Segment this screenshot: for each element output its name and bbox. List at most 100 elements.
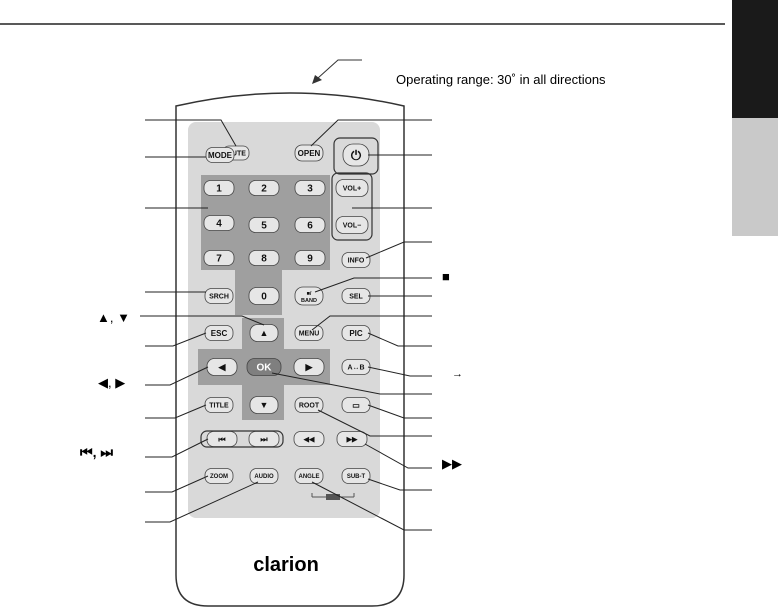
number-0-button[interactable]: 0 bbox=[248, 287, 280, 305]
callout-arrow-symbol: → bbox=[452, 368, 463, 380]
title-button[interactable]: TITLE bbox=[204, 397, 234, 413]
a-b-repeat-button-label: A↔B bbox=[347, 364, 364, 371]
volume-up-button[interactable]: VOL+ bbox=[335, 179, 369, 197]
volume-group bbox=[331, 172, 373, 241]
escape-button-label: ESC bbox=[211, 329, 228, 338]
ir-arrow bbox=[312, 59, 362, 84]
picture-button-label: PIC bbox=[349, 329, 363, 338]
side-tab-dark bbox=[732, 0, 778, 118]
number-7-button[interactable]: 7 bbox=[203, 250, 235, 266]
stop-band-button[interactable]: ■/BAND bbox=[294, 286, 324, 306]
volume-down-button[interactable]: VOL− bbox=[335, 216, 369, 234]
leader-zoom bbox=[145, 475, 209, 493]
repeat-button[interactable]: ▭ bbox=[341, 397, 371, 413]
angle-button[interactable]: ANGLE bbox=[294, 468, 324, 484]
repeat-button-label: ▭ bbox=[352, 401, 360, 410]
subtitle-button[interactable]: SUB-T bbox=[341, 468, 371, 484]
leader-subt bbox=[367, 478, 432, 491]
callout-fast-forward-symbol: ▶▶ bbox=[442, 456, 462, 471]
open-button[interactable]: OPEN bbox=[294, 144, 324, 162]
leader-info bbox=[365, 241, 432, 259]
leader-ok bbox=[271, 372, 432, 395]
leader-angle bbox=[311, 481, 432, 531]
select-button-label: SEL bbox=[349, 293, 363, 300]
leader-menu bbox=[311, 315, 432, 331]
escape-button[interactable]: ESC bbox=[204, 325, 234, 341]
number-1-button[interactable]: 1 bbox=[203, 180, 235, 196]
number-3-button-label: 3 bbox=[307, 184, 313, 195]
audio-button-label: AUDIO bbox=[254, 474, 274, 480]
number-8-button[interactable]: 8 bbox=[248, 250, 280, 266]
search-button[interactable]: SRCH bbox=[204, 288, 234, 304]
number-2-button[interactable]: 2 bbox=[248, 180, 280, 196]
audio-button[interactable]: AUDIO bbox=[249, 468, 279, 484]
callout-stop-symbol: ■ bbox=[442, 269, 450, 284]
volume-down-button-label: VOL− bbox=[343, 222, 361, 229]
number-3-button[interactable]: 3 bbox=[294, 180, 326, 196]
number-6-button-label: 6 bbox=[307, 221, 313, 232]
number-8-button-label: 8 bbox=[261, 254, 267, 265]
picture-button[interactable]: PIC bbox=[341, 325, 371, 341]
down-arrow-button[interactable]: ▼ bbox=[249, 396, 279, 414]
side-tab-gray bbox=[732, 118, 778, 236]
zoom-button[interactable]: ZOOM bbox=[204, 468, 234, 484]
mute-button-label: MUTE bbox=[226, 150, 246, 157]
down-arrow-button-label: ▼ bbox=[260, 400, 269, 410]
left-arrow-button[interactable]: ◀ bbox=[206, 358, 238, 376]
leader-repeat bbox=[367, 404, 432, 419]
number-4-button[interactable]: 4 bbox=[203, 215, 235, 231]
ok-button[interactable]: OK bbox=[246, 358, 282, 376]
number-1-button-label: 1 bbox=[216, 184, 222, 195]
keypad-area bbox=[201, 175, 330, 315]
rewind-button[interactable]: ◀◀ bbox=[293, 431, 325, 447]
fast-forward-button[interactable]: ▶▶ bbox=[336, 431, 368, 447]
callout-left-right-symbols: ◀, ▶ bbox=[98, 375, 125, 390]
leader-ff bbox=[364, 443, 432, 469]
angle-button-label: ANGLE bbox=[299, 474, 320, 480]
callout-up-down-symbols: ▲, ▼ bbox=[97, 310, 130, 325]
zoom-button-label: ZOOM bbox=[210, 474, 228, 480]
select-button[interactable]: SEL bbox=[341, 288, 371, 304]
a-b-repeat-button[interactable]: A↔B bbox=[341, 359, 371, 375]
callout-prev-next-symbols: ⏮, ⏭ bbox=[80, 444, 113, 460]
leader-left-right bbox=[145, 366, 209, 386]
leader-audio bbox=[145, 481, 259, 523]
power-button[interactable]: ⏻ bbox=[342, 143, 370, 167]
leader-esc bbox=[145, 332, 207, 347]
number-2-button-label: 2 bbox=[261, 184, 267, 195]
leader-ab bbox=[367, 366, 432, 377]
up-arrow-button[interactable]: ▲ bbox=[249, 324, 279, 342]
next-track-button-label: ⏭ bbox=[260, 435, 268, 444]
number-0-button-label: 0 bbox=[261, 292, 267, 303]
volume-up-button-label: VOL+ bbox=[343, 185, 361, 192]
number-6-button[interactable]: 6 bbox=[294, 217, 326, 233]
number-9-button[interactable]: 9 bbox=[294, 250, 326, 266]
power-button-label: ⏻ bbox=[351, 148, 362, 163]
stop-band-button-label: ■/ bbox=[307, 291, 312, 297]
angle-bar bbox=[311, 493, 355, 500]
clarion-logo: clarion bbox=[253, 554, 319, 576]
menu-button[interactable]: MENU bbox=[294, 325, 324, 341]
leader-open bbox=[310, 119, 432, 147]
number-5-button[interactable]: 5 bbox=[248, 217, 280, 233]
leader-title bbox=[145, 404, 207, 419]
info-button-label: INFO bbox=[348, 257, 365, 264]
ok-button-label: OK bbox=[257, 363, 273, 374]
power-frame bbox=[333, 137, 379, 175]
menu-button-label: MENU bbox=[299, 330, 320, 337]
fast-forward-button-label: ▶▶ bbox=[346, 436, 358, 443]
next-track-button[interactable]: ⏭ bbox=[248, 431, 280, 447]
leader-pic bbox=[367, 332, 432, 347]
subtitle-button-label: SUB-T bbox=[347, 474, 366, 480]
mode-button[interactable]: MODE bbox=[205, 147, 235, 163]
title-button-label: TITLE bbox=[209, 402, 229, 409]
up-arrow-button-label: ▲ bbox=[260, 328, 269, 338]
info-button[interactable]: INFO bbox=[341, 252, 371, 268]
mode-button-label: MODE bbox=[208, 151, 233, 160]
left-arrow-button-label: ◀ bbox=[218, 362, 227, 372]
right-arrow-button[interactable]: ▶ bbox=[293, 358, 325, 376]
number-9-button-label: 9 bbox=[307, 254, 313, 265]
previous-track-button[interactable]: ⏮ bbox=[206, 431, 238, 447]
root-button[interactable]: ROOT bbox=[294, 397, 324, 413]
